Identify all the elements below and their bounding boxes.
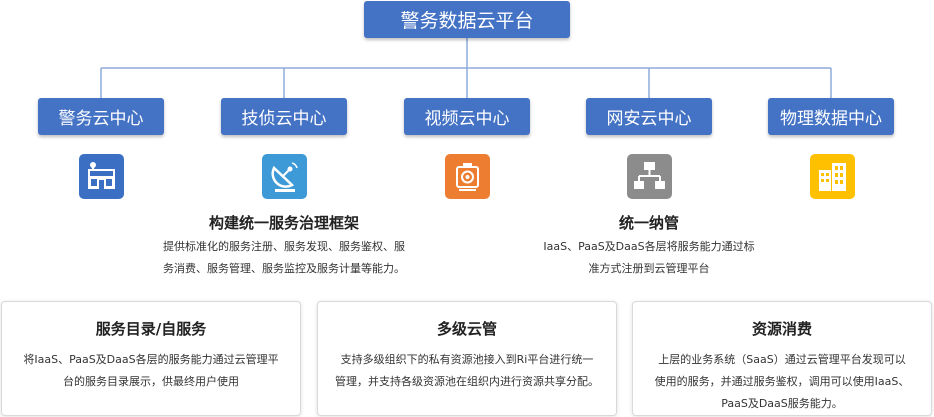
section-desc-service-governance: 提供标准化的服务注册、服务发现、服务鉴权、服 务消费、服务管理、服务监控及服务计… [150,236,418,280]
card-multi-level-cloud: 多级云管 支持多级组织下的私有资源池接入到Ri平台进行统一 管理，并支持各级资源… [317,301,617,416]
building-icon [810,154,855,199]
center-label: 视频云中心 [424,109,510,129]
camera-icon [445,154,490,199]
card-body: 将IaaS、PaaS及DaaS各层的服务能力通过云管理平 台的服务目录展示，供最… [2,349,300,393]
center-label: 警务云中心 [58,109,144,129]
card-line: 上层的业务系统（SaaS）通过云管理平台发现可以 [658,353,906,366]
card-body: 支持多级组织下的私有资源池接入到Ri平台进行统一 管理，并支持各级资源池在组织内… [318,349,616,393]
center-box-tech-investigation: 技侦云中心 [221,98,347,135]
police-station-icon [79,154,124,199]
card-line: 将IaaS、PaaS及DaaS各层的服务能力通过云管理平 [23,353,279,366]
card-body: 上层的业务系统（SaaS）通过云管理平台发现可以 使用的服务，并通过服务鉴权，调… [633,349,931,415]
center-box-physical-data: 物理数据中心 [768,98,894,135]
desc-line: 务消费、服务管理、服务监控及服务计量等能力。 [163,262,405,275]
root-node-label: 警务数据云平台 [400,10,534,32]
center-box-police: 警务云中心 [38,98,164,135]
section-title-service-governance: 构建统一服务治理框架 [208,214,359,232]
center-label: 物理数据中心 [780,109,882,129]
desc-line: IaaS、PaaS及DaaS各层将服务能力通过标 [543,240,755,253]
center-box-video: 视频云中心 [404,98,530,135]
card-line: PaaS及DaaS服务能力。 [721,397,843,410]
card-line: 支持多级组织下的私有资源池接入到Ri平台进行统一 [340,353,594,366]
satellite-dish-icon [262,154,307,199]
card-line: 使用的服务，并通过服务鉴权，调用可以使用IaaS、 [654,375,910,388]
network-icon [627,154,672,199]
card-title: 资源消费 [751,320,812,338]
card-line: 台的服务目录展示，供最终用户使用 [63,375,239,388]
center-box-network-security: 网安云中心 [586,98,712,135]
desc-line: 准方式注册到云管理平台 [588,262,710,275]
card-line: 管理，并支持各级资源池在组织内进行资源共享分配。 [335,375,599,388]
section-desc-unified-management: IaaS、PaaS及DaaS各层将服务能力通过标 准方式注册到云管理平台 [520,236,778,280]
section-title-unified-management: 统一纳管 [618,214,679,232]
center-label: 网安云中心 [606,109,692,129]
card-title: 多级云管 [436,320,497,338]
card-title: 服务目录/自服务 [95,320,207,338]
center-label: 技侦云中心 [241,109,327,129]
desc-line: 提供标准化的服务注册、服务发现、服务鉴权、服 [163,240,405,253]
root-node-box: 警务数据云平台 [364,1,570,38]
card-service-catalog: 服务目录/自服务 将IaaS、PaaS及DaaS各层的服务能力通过云管理平 台的… [1,301,301,416]
card-resource-consumption: 资源消费 上层的业务系统（SaaS）通过云管理平台发现可以 使用的服务，并通过服… [632,301,932,416]
